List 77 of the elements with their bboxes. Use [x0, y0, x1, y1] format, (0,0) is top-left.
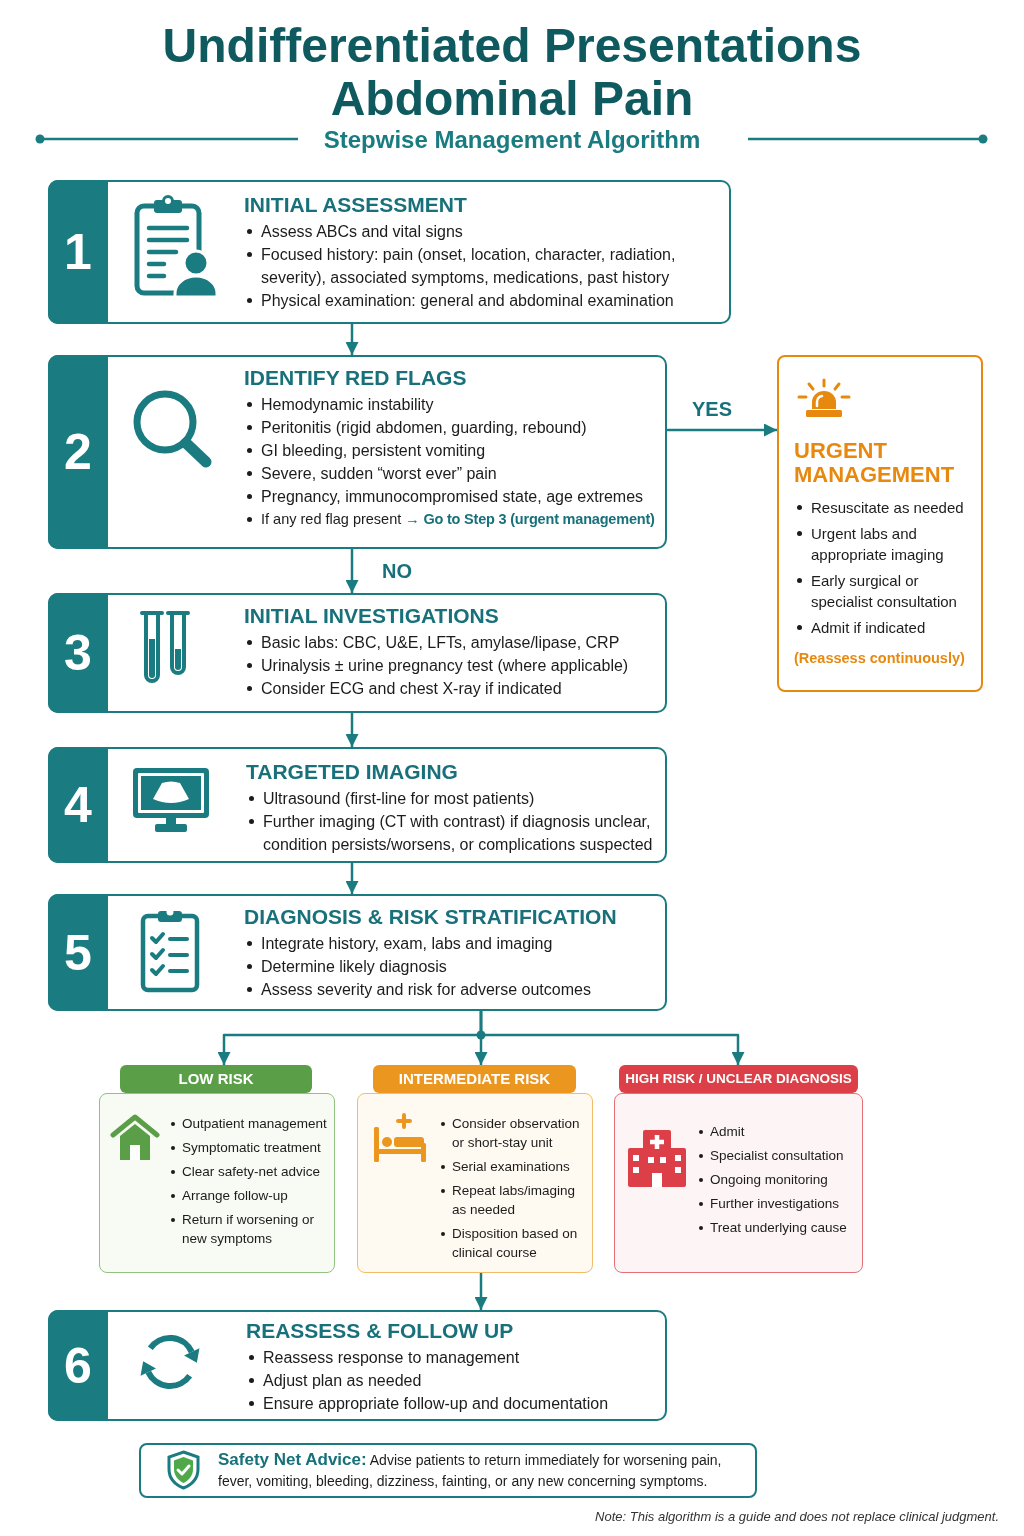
- step-number: 2: [48, 355, 108, 549]
- advice-card: [139, 1443, 757, 1498]
- bullet-point: Physical examination: general and abdominal examination: [244, 289, 725, 312]
- step-card: [48, 180, 731, 324]
- risk-level-banner: HIGH RISK / UNCLEAR DIAGNOSIS: [619, 1065, 858, 1093]
- step-title: INITIAL INVESTIGATIONS: [244, 603, 500, 629]
- bullet-point: Ensure appropriate follow-up and documentation: [246, 1392, 663, 1415]
- flow-arrow: [479, 1011, 745, 1065]
- bullet-point: Integrate history, exam, labs and imaging: [244, 932, 663, 955]
- bullet-point: Further imaging (CT with contrast) if diagnosis unclear, condition persists/worsens, or complications suspected: [246, 810, 663, 856]
- bullet-point: Adjust plan as needed: [246, 1369, 663, 1392]
- step-card: [48, 894, 667, 1011]
- step-number: 4: [48, 747, 108, 863]
- bullet-point: Urgent labs and appropriate imaging: [794, 523, 979, 565]
- step-card: [48, 1310, 667, 1421]
- title: Undifferentiated Presentations Abdominal Pain: [161, 19, 863, 125]
- step-number: 6: [48, 1310, 108, 1421]
- risk-card: [357, 1065, 593, 1273]
- step-card: [48, 355, 667, 549]
- bullet-point: Arrange follow-up: [170, 1186, 332, 1205]
- bullet-point: Ongoing monitoring: [698, 1170, 859, 1189]
- advice-text: Safety Net Advice: Advise patients to return immediately for worsening pain, fever, vomiting, bleeding, dizziness, fainting, or any new concerning symptoms.: [218, 1449, 723, 1491]
- risk-card: [614, 1065, 863, 1273]
- bullet-point: Ultrasound (first-line for most patients): [246, 787, 663, 810]
- bullet-point: Resuscitate as needed: [794, 497, 979, 518]
- bullet-point: GI bleeding, persistent vomiting: [244, 439, 663, 462]
- bullet-point: Hemodynamic instability: [244, 393, 663, 416]
- bullet-point: Assess ABCs and vital signs: [244, 220, 725, 243]
- footnote: Note: This algorithm is a guide and does not replace clinical judgment.: [595, 1508, 999, 1526]
- risk-level-banner: LOW RISK: [120, 1065, 312, 1093]
- card-title: URGENT MANAGEMENT: [794, 439, 956, 487]
- note-text: (Reassess continuously): [794, 649, 966, 668]
- bullet-point: If any red flag present → Go to Step 3 (urgent management): [244, 508, 663, 531]
- bullet-point: Disposition based on clinical course: [440, 1224, 589, 1262]
- bullet-point: Severe, sudden “worst ever” pain: [244, 462, 663, 485]
- step-title: DIAGNOSIS & RISK STRATIFICATION: [244, 904, 618, 930]
- bullet-point: Clear safety-net advice: [170, 1162, 332, 1181]
- urgent-card: [777, 355, 983, 692]
- step-card: [48, 593, 667, 713]
- bullet-point: Urinalysis ± urine pregnancy test (where applicable): [244, 654, 663, 677]
- bullet-point: Peritonitis (rigid abdomen, guarding, rebound): [244, 416, 663, 439]
- flow-arrow: [345, 324, 359, 355]
- flow-arrow: [345, 549, 359, 593]
- bullet-point: Reassess response to management: [246, 1346, 663, 1369]
- step-number: 1: [48, 180, 108, 324]
- bullet-point: Serial examinations: [440, 1157, 589, 1176]
- bullet-point: Assess severity and risk for adverse outcomes: [244, 978, 663, 1001]
- bullet-point: Admit if indicated: [794, 617, 979, 638]
- step-title: INITIAL ASSESSMENT: [244, 192, 468, 218]
- risk-card: [99, 1065, 335, 1273]
- bullet-point: Admit: [698, 1122, 859, 1141]
- bullet-point: Outpatient management: [170, 1114, 332, 1133]
- step-title: TARGETED IMAGING: [246, 759, 459, 785]
- bullet-point: Return if worsening or new symptoms: [170, 1210, 332, 1248]
- bullet-point: Consider observation or short-stay unit: [440, 1114, 589, 1152]
- step-title: REASSESS & FOLLOW UP: [246, 1318, 515, 1344]
- step-number: 5: [48, 894, 108, 1011]
- bullet-point: Determine likely diagnosis: [244, 955, 663, 978]
- bullet-point: Treat underlying cause: [698, 1218, 859, 1237]
- bullet-point: Pregnancy, immunocompromised state, age extremes: [244, 485, 663, 508]
- flow-arrow: [667, 423, 777, 437]
- flow-arrow: [474, 1273, 488, 1310]
- bullet-point: Specialist consultation: [698, 1146, 859, 1165]
- step-title: IDENTIFY RED FLAGS: [244, 365, 468, 391]
- bullet-point: Symptomatic treatment: [170, 1138, 332, 1157]
- flow-arrow: [345, 713, 359, 747]
- bullet-point: Basic labs: CBC, U&E, LFTs, amylase/lipase, CRP: [244, 631, 663, 654]
- risk-level-banner: INTERMEDIATE RISK: [373, 1065, 576, 1093]
- bullet-point: Early surgical or specialist consultation: [794, 570, 979, 612]
- bullet-point: Further investigations: [698, 1194, 859, 1213]
- subtitle: Stepwise Management Algorithm: [323, 125, 701, 155]
- bullet-point: Repeat labs/imaging as needed: [440, 1181, 589, 1219]
- bullet-point: Focused history: pain (onset, location, character, radiation, severity), associated symptoms, medications, past history: [244, 243, 725, 289]
- step-number: 3: [48, 593, 108, 713]
- bullet-point: Consider ECG and chest X-ray if indicated: [244, 677, 663, 700]
- step-card: [48, 747, 667, 863]
- flow-arrow: [345, 863, 359, 894]
